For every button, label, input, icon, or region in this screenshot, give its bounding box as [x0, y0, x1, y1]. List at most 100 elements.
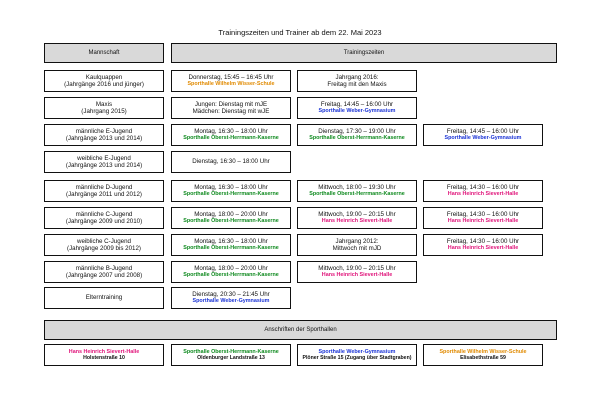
slot-venue: Hans Heinrich Sievert-Halle [321, 272, 393, 279]
slot-venue: Sporthalle Wilhelm Wisser-Schule [187, 81, 275, 88]
slot-note: Mittwoch mit mJD [332, 245, 382, 252]
slot-time: Freitag, 14:45 – 16:00 Uhr [446, 128, 520, 136]
slot-time: Freitag, 14:30 – 16:00 Uhr [446, 238, 520, 246]
team-cell: Elterntraining [44, 287, 164, 309]
team-cell: männliche E-Jugend(Jahrgänge 2013 und 20… [44, 124, 164, 146]
slot-time: Freitag, 14:30 – 16:00 Uhr [446, 184, 520, 192]
slot-time: Montag, 18:00 – 20:00 Uhr [194, 211, 268, 219]
slot-time: Montag, 16:30 – 18:00 Uhr [194, 184, 268, 192]
slot-time: Montag, 16:30 – 18:00 Uhr [194, 128, 268, 136]
slot-venue: Sporthalle Weber-Gymnasium [318, 108, 396, 115]
hall-name: Sporthalle Wilhelm Wisser-Schule [439, 348, 527, 355]
slot-venue: Sporthalle Oberst-Herrmann-Kaserne [309, 135, 405, 142]
team-cell: Kaulquappen(Jahrgänge 2016 und jünger) [44, 70, 164, 92]
team-name: weibliche C-Jugend [77, 237, 131, 245]
slot-time: Jahrgang 2016: [335, 73, 379, 81]
team-name: Maxis [95, 100, 113, 108]
slot-time: Dienstag, 17:30 – 19:00 Uhr [318, 128, 396, 136]
training-slot: Jahrgang 2016:Freitag mit den Maxis [297, 70, 417, 92]
team-years: (Jahrgang 2015) [81, 108, 127, 115]
team-name: Elterntraining [85, 294, 123, 302]
slot-venue: Hans Heinrich Sievert-Halle [447, 245, 519, 252]
team-name: männliche C-Jugend [75, 210, 133, 218]
slot-venue: Sporthalle Weber-Gymnasium [444, 135, 522, 142]
team-years: (Jahrgänge 2013 und 2014) [65, 135, 143, 142]
header-team: Mannschaft [44, 43, 164, 63]
training-slot: Dienstag, 16:30 – 18:00 Uhr [171, 151, 291, 173]
slot-time: Jahrgang 2012: [335, 237, 379, 245]
team-name: Kaulquappen [85, 73, 123, 81]
hall-street: Plöner Straße 15 (Zugang über Stadtgrabe… [302, 355, 412, 362]
team-years: (Jahrgänge 2016 und jünger) [64, 81, 144, 88]
slot-time: Freitag, 14:45 – 16:00 Uhr [320, 101, 394, 109]
hall-name: Hans Heinrich Sievert-Halle [68, 348, 140, 355]
slot-time: Freitag, 14:30 – 16:00 Uhr [446, 211, 520, 219]
hall-street: Oldenburger Landstraße 13 [197, 355, 265, 362]
hall-street: Elisabethstraße 59 [460, 355, 506, 362]
slot-time: Donnerstag, 15:45 – 16:45 Uhr [188, 74, 274, 82]
team-cell: weibliche E-Jugend(Jahrgänge 2013 und 20… [44, 151, 164, 173]
header-times: Trainingszeiten [171, 43, 557, 63]
slot-venue: Hans Heinrich Sievert-Halle [447, 191, 519, 198]
team-years: (Jahrgänge 2007 und 2008) [65, 272, 143, 279]
slot-venue: Sporthalle Oberst-Herrmann-Kaserne [183, 191, 279, 198]
team-name: männliche E-Jugend [75, 127, 133, 135]
hall-name: Sporthalle Oberst-Herrmann-Kaserne [183, 348, 279, 355]
slot-time: Mittwoch, 19:00 – 20:15 Uhr [318, 211, 396, 219]
team-name: männliche D-Jugend [75, 183, 133, 191]
team-name: männliche B-Jugend [75, 264, 133, 272]
team-cell: männliche B-Jugend(Jahrgänge 2007 und 20… [44, 261, 164, 283]
page-title: Trainingszeiten und Trainer ab dem 22. M… [218, 28, 382, 37]
team-years: (Jahrgänge 2009 bis 2012) [67, 245, 141, 252]
slot-venue: Sporthalle Oberst-Herrmann-Kaserne [183, 218, 279, 225]
team-years: (Jahrgänge 2009 und 2010) [65, 218, 143, 225]
slot-time: Dienstag, 20:30 – 21:45 Uhr [192, 291, 270, 299]
team-years: (Jahrgänge 2011 und 2012) [66, 191, 142, 198]
team-cell: weibliche C-Jugend(Jahrgänge 2009 bis 20… [44, 234, 164, 256]
slot-venue: Sporthalle Oberst-Herrmann-Kaserne [309, 191, 405, 198]
slot-note: Mädchen: Dienstag mit wJE [192, 108, 270, 115]
team-years: (Jahrgänge 2013 und 2014) [65, 162, 143, 169]
header-addresses: Anschriften der Sporthallen [44, 320, 557, 340]
slot-time: Montag, 18:00 – 20:00 Uhr [194, 265, 268, 273]
hall-name: Sporthalle Weber-Gymnasium [318, 348, 396, 355]
slot-venue: Hans Heinrich Sievert-Halle [447, 218, 519, 225]
slot-venue: Hans Heinrich Sievert-Halle [321, 218, 393, 225]
team-cell: männliche C-Jugend(Jahrgänge 2009 und 20… [44, 207, 164, 229]
training-slot: Jahrgang 2012:Mittwoch mit mJD [297, 234, 417, 256]
slot-venue: Sporthalle Oberst-Herrmann-Kaserne [183, 272, 279, 279]
team-name: weibliche E-Jugend [77, 154, 131, 162]
slot-time: Jungen: Dienstag mit mJE [194, 100, 268, 108]
slot-note: Freitag mit den Maxis [327, 81, 387, 88]
slot-venue: Sporthalle Weber-Gymnasium [192, 298, 270, 305]
slot-time: Montag, 16:30 – 18:00 Uhr [194, 238, 268, 246]
slot-venue: Sporthalle Oberst-Herrmann-Kaserne [183, 135, 279, 142]
team-cell: männliche D-Jugend(Jahrgänge 2011 und 20… [44, 180, 164, 202]
slot-venue: Sporthalle Oberst-Herrmann-Kaserne [183, 245, 279, 252]
slot-time: Dienstag, 16:30 – 18:00 Uhr [192, 158, 270, 166]
slot-time: Mittwoch, 19:00 – 20:15 Uhr [318, 265, 396, 273]
slot-time: Mittwoch, 18:00 – 19:30 Uhr [318, 184, 396, 192]
hall-street: Holstenstraße 10 [83, 355, 125, 362]
